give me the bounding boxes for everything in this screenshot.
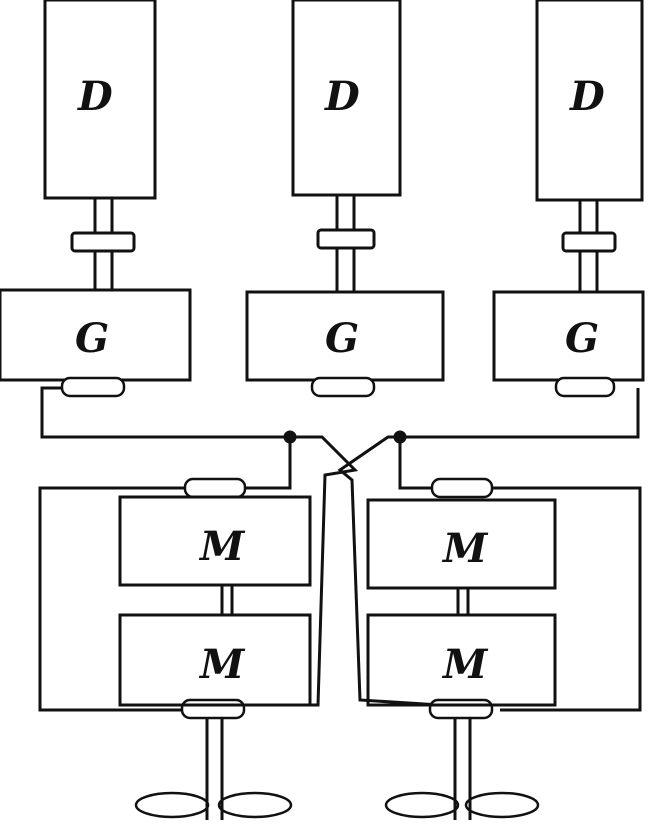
diesel-engine-3 [535,0,644,202]
motor-label-4: M [441,641,489,688]
motor-links [220,585,470,615]
diesel-engine-1 [43,0,157,200]
diesel-label-2: D [324,73,360,120]
bus-wiring [38,386,642,712]
motor-2 [118,613,312,707]
diesel-label-1: D [77,73,113,120]
propeller-shafts [205,718,472,820]
junction-left [283,430,297,444]
couplings [70,228,617,253]
propellers [134,791,540,819]
generator-label-2: G [325,315,359,362]
motor-1 [118,495,312,587]
generator-label-3: G [565,315,599,362]
diesel-label-3: D [569,73,605,120]
generator-label-1: G [75,315,109,362]
motor-label-2: M [198,641,246,688]
motor-label-3: M [441,525,489,572]
diesel-engine-2 [291,0,402,197]
field-coils [60,376,616,720]
motor-4 [366,613,557,707]
motor-3 [366,498,557,590]
junction-right [393,430,407,444]
motor-label-1: M [198,523,246,570]
